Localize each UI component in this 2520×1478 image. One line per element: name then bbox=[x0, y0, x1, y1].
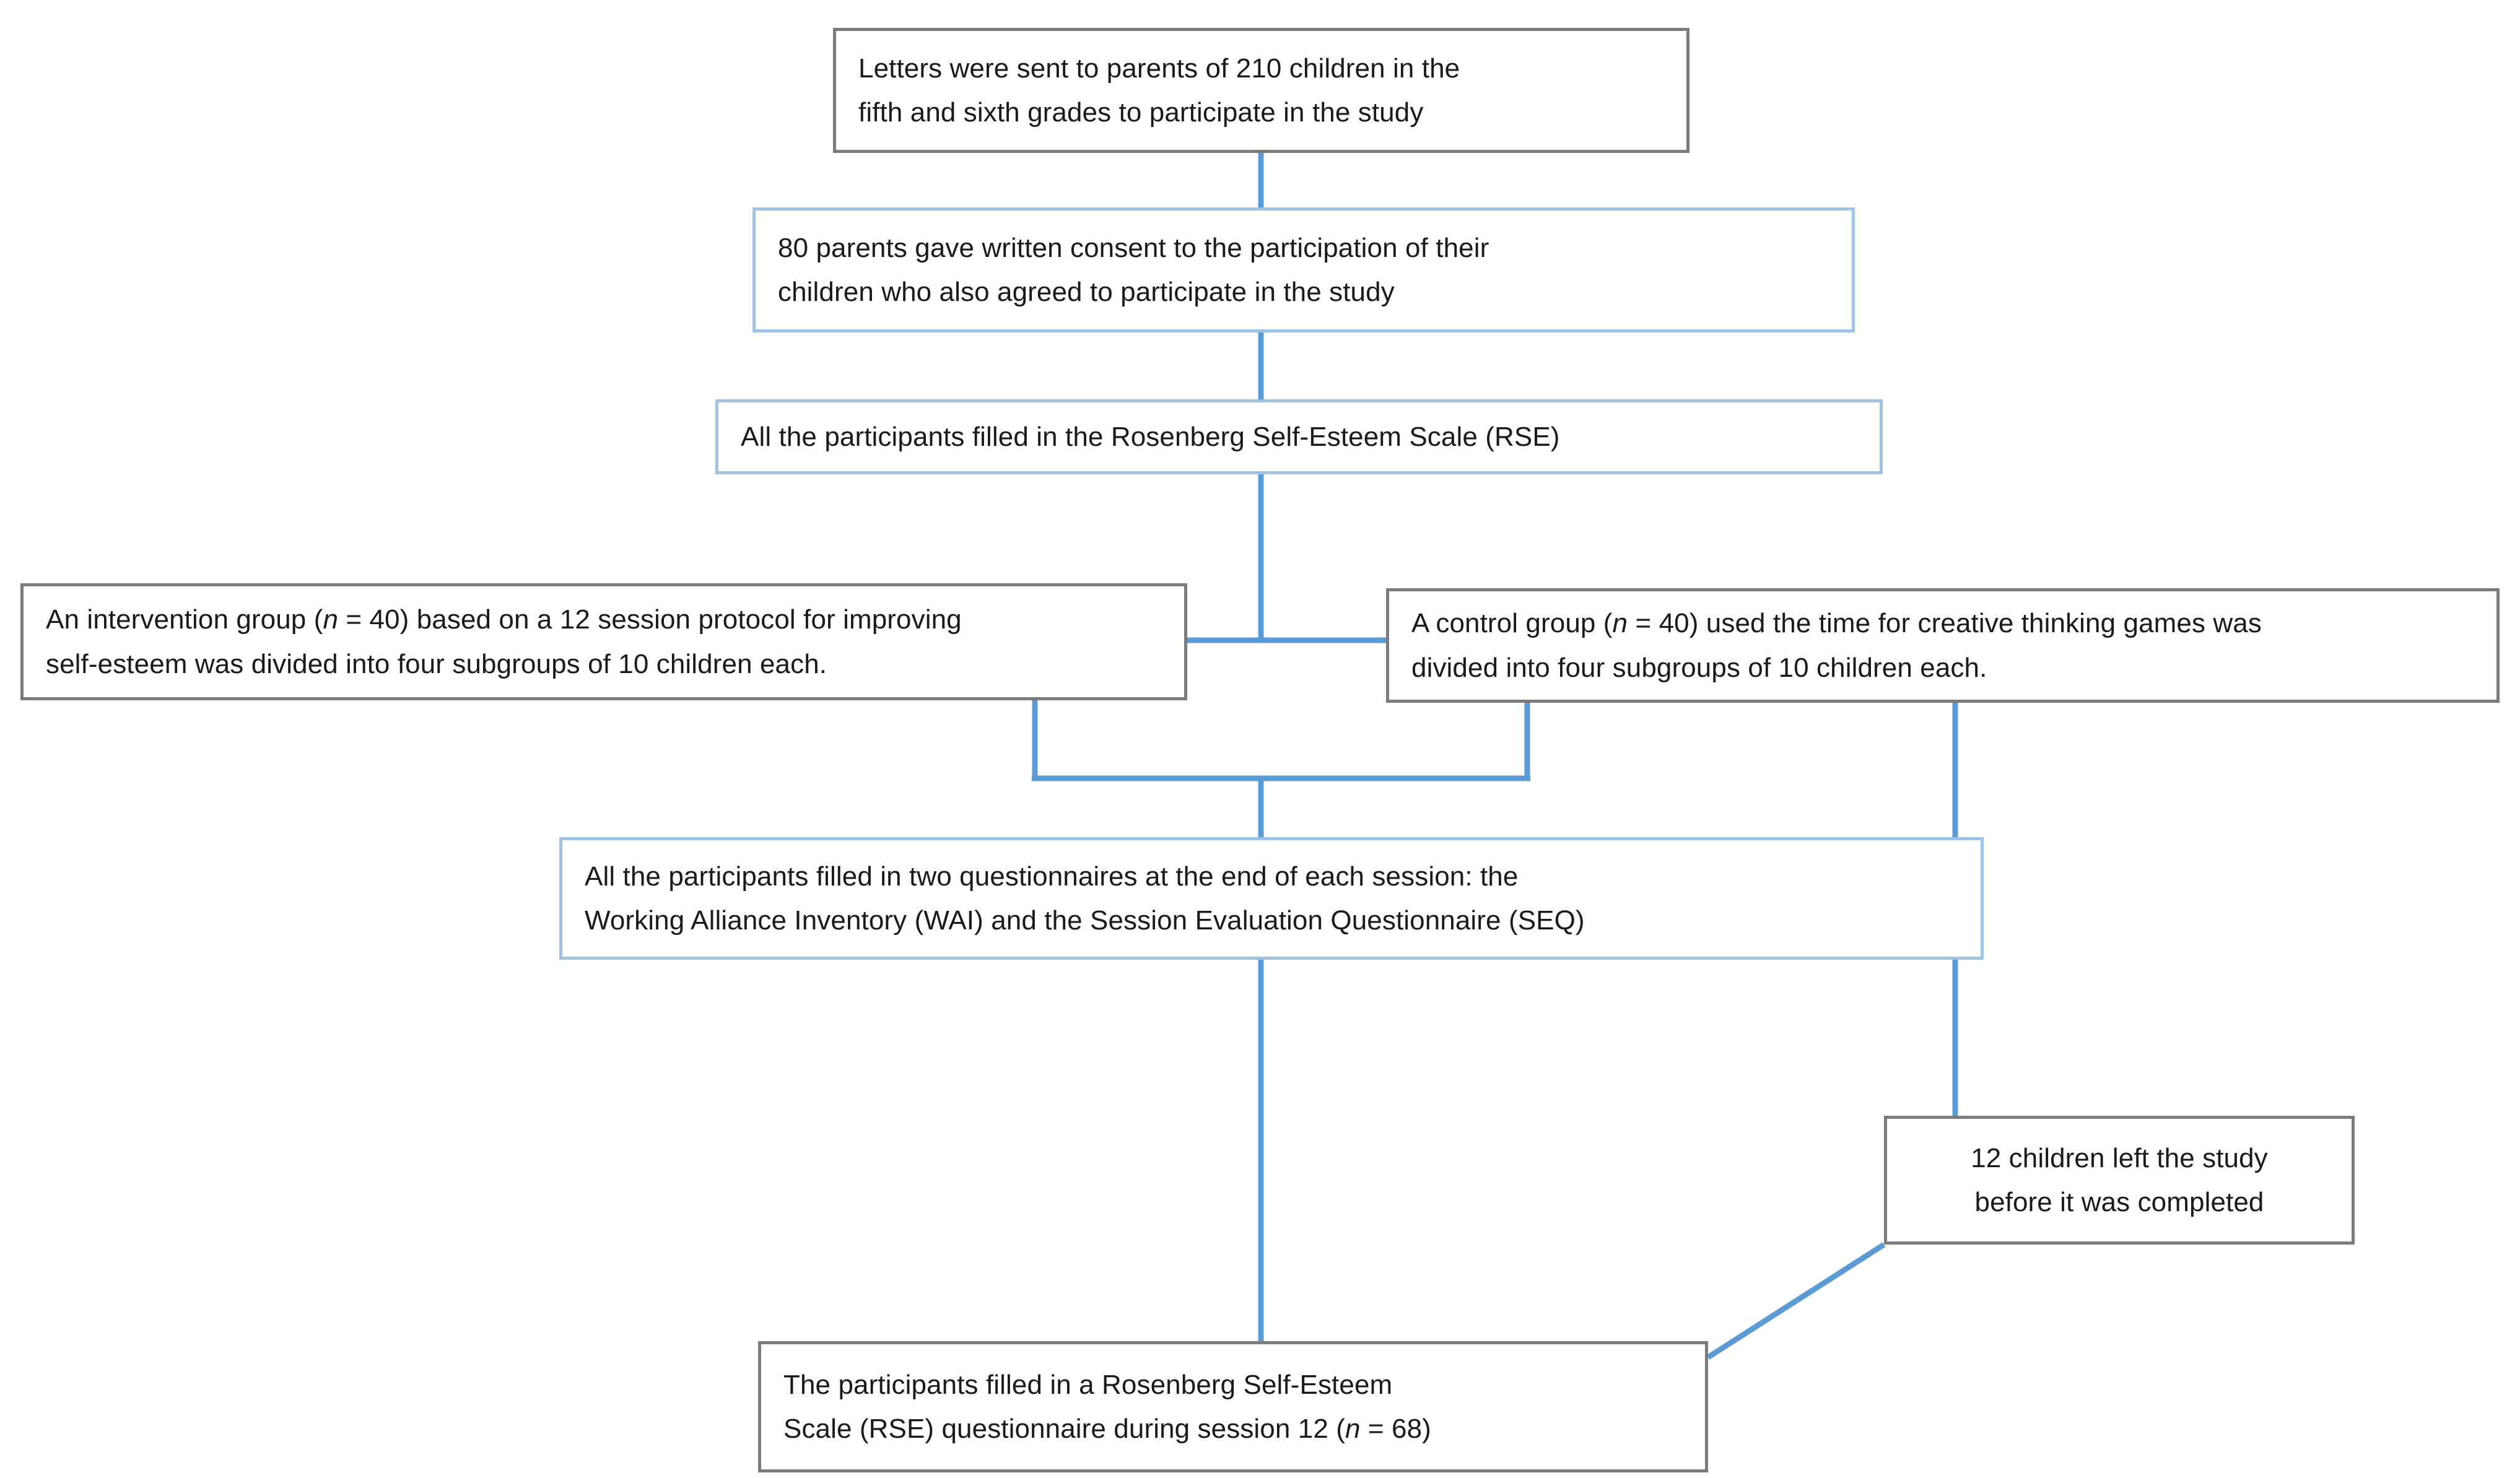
intervention-n-italic: n bbox=[323, 604, 339, 635]
node-rse-baseline: All the participants filled in the Rosen… bbox=[715, 399, 1883, 474]
node-control-group: A control group (n = 40) used the time f… bbox=[1386, 588, 2500, 703]
connector-dropouts-to-followup bbox=[1706, 1242, 1886, 1360]
node-letters-sent-text: Letters were sent to parents of 210 chil… bbox=[858, 53, 1460, 128]
node-intervention-group-text: An intervention group (n = 40) based on … bbox=[46, 598, 1163, 686]
control-suffix: = 40) used the time for creative thinkin… bbox=[1628, 608, 2262, 639]
node-session-questionnaires: All the participants filled in two quest… bbox=[559, 837, 1984, 960]
followup-prefix: The participants filled in a Rosenberg S… bbox=[783, 1369, 1393, 1444]
node-parental-consent-text: 80 parents gave written consent to the p… bbox=[778, 232, 1489, 307]
node-dropouts: 12 children left the study before it was… bbox=[1884, 1116, 2355, 1245]
control-prefix: A control group ( bbox=[1411, 608, 1613, 639]
node-intervention-group: An intervention group (n = 40) based on … bbox=[20, 583, 1187, 700]
node-rse-baseline-text: All the participants filled in the Rosen… bbox=[741, 421, 1560, 452]
control-n-italic: n bbox=[1612, 608, 1628, 639]
node-dropouts-text: 12 children left the study before it was… bbox=[1971, 1142, 2268, 1217]
intervention-suffix: = 40) based on a 12 session protocol for… bbox=[338, 604, 962, 635]
control-line2: divided into four subgroups of 10 childr… bbox=[1411, 652, 1987, 683]
node-parental-consent: 80 parents gave written consent to the p… bbox=[752, 207, 1855, 333]
node-session-questionnaires-text: All the participants filled in two quest… bbox=[585, 861, 1585, 936]
followup-n-italic: n bbox=[1345, 1414, 1361, 1444]
followup-suffix: = 68) bbox=[1360, 1414, 1431, 1444]
node-rse-followup: The participants filled in a Rosenberg S… bbox=[758, 1341, 1708, 1472]
intervention-line2: self-esteem was divided into four subgro… bbox=[46, 648, 827, 679]
intervention-prefix: An intervention group ( bbox=[46, 604, 323, 635]
node-letters-sent: Letters were sent to parents of 210 chil… bbox=[833, 28, 1689, 153]
node-rse-followup-text: The participants filled in a Rosenberg S… bbox=[783, 1363, 1684, 1451]
node-control-group-text: A control group (n = 40) used the time f… bbox=[1411, 601, 2475, 690]
